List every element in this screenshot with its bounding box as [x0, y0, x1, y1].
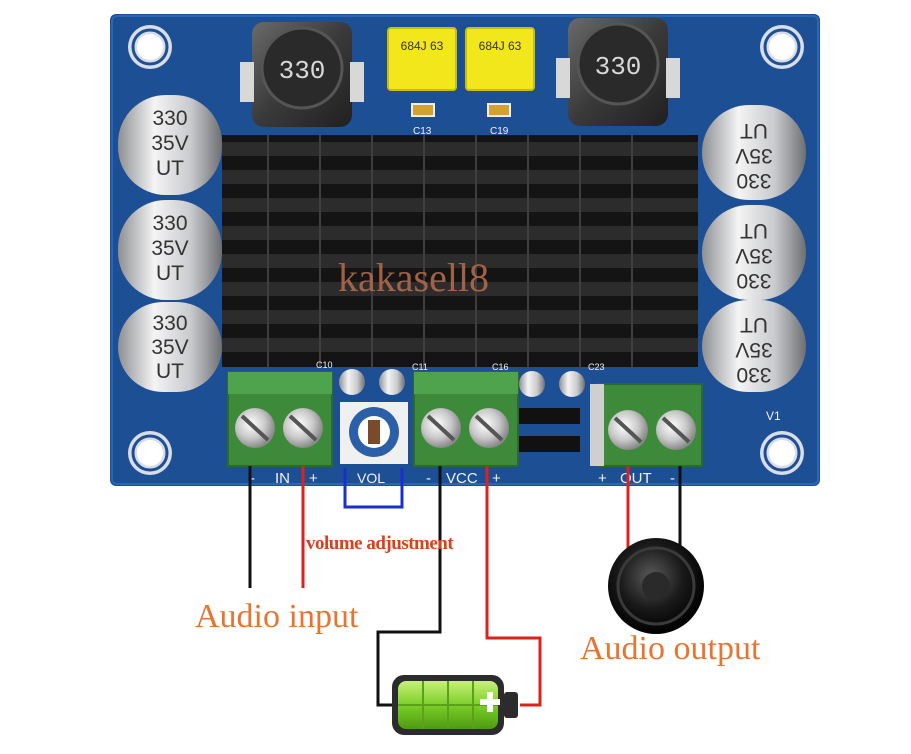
- silk-vol: VOL: [357, 470, 385, 486]
- volume-potentiometer[interactable]: [340, 402, 408, 464]
- electrolytic-cap-left-2: 330 35V UT: [118, 200, 222, 300]
- wire-vcc-negative: [376, 466, 442, 707]
- silk-in-plus: +: [309, 470, 318, 487]
- silk-in-minus: -: [250, 470, 255, 487]
- electrolytic-cap-left-3: 330 35V UT: [118, 302, 222, 392]
- inductor-marking: 330: [595, 52, 642, 82]
- cap-voltage: 35V: [151, 237, 188, 260]
- cap-rating: 330: [152, 312, 187, 335]
- small-caps: [339, 369, 585, 452]
- electrolytic-cap-right-2: 330 35V UT: [702, 205, 806, 300]
- cap-rating: UT: [740, 219, 768, 242]
- smd-cap: [487, 103, 511, 117]
- silk-vcc: VCC: [446, 470, 478, 487]
- silk-out-plus: +: [598, 470, 607, 487]
- volume-highlight-bracket: [343, 468, 404, 509]
- audio-input-label: Audio input: [195, 598, 359, 635]
- cap-rating: 330: [152, 212, 187, 235]
- electrolytic-cap-right-3: 330 35V UT: [702, 300, 806, 392]
- terminal-in[interactable]: [227, 371, 333, 467]
- film-cap-left: 684J 63: [387, 27, 457, 91]
- cap-rating: UT: [740, 313, 768, 336]
- electrolytic-cap-left-1: 330 35V UT: [118, 95, 222, 195]
- speaker-icon: [608, 538, 704, 634]
- electrolytic-cap-right-1: 330 35V UT: [702, 105, 806, 200]
- watermark-text: kakasell8: [338, 255, 490, 300]
- cap-brand: UT: [156, 360, 184, 383]
- cap-brand: 330: [736, 269, 771, 292]
- silk-vcc-minus: -: [426, 470, 431, 487]
- film-cap-marking: 684J 63: [401, 39, 444, 53]
- silk-c23: C23: [588, 362, 605, 372]
- silk-c11: C11: [412, 362, 428, 372]
- inductor-right: 330: [556, 18, 680, 126]
- film-cap-marking: 684J 63: [479, 39, 522, 53]
- silk-c16: C16: [492, 362, 509, 372]
- cap-voltage: 35V: [735, 244, 772, 267]
- cap-voltage: 35V: [151, 132, 188, 155]
- cap-voltage: 35V: [151, 336, 188, 359]
- inductor-marking: 330: [279, 56, 326, 86]
- smd-cap: [411, 103, 435, 117]
- silk-vcc-plus: +: [492, 470, 501, 487]
- terminal-vcc[interactable]: [413, 371, 519, 467]
- cap-brand: UT: [156, 262, 184, 285]
- silk-c19: C19: [490, 126, 509, 137]
- cap-brand: 330: [736, 363, 771, 386]
- cap-voltage: 35V: [735, 144, 772, 167]
- inductor-left: 330: [240, 22, 364, 127]
- heatsink: [222, 135, 698, 367]
- battery-icon: [392, 675, 518, 735]
- cap-brand: UT: [156, 157, 184, 180]
- silk-v1: V1: [766, 409, 781, 423]
- mounting-holes: [128, 25, 804, 475]
- cap-voltage: 35V: [735, 338, 772, 361]
- audio-output-label: Audio output: [580, 630, 761, 667]
- silk-out-minus: -: [670, 470, 675, 487]
- volume-adjustment-label: volume adjustment: [306, 533, 454, 554]
- wire-vcc-positive: [485, 466, 542, 707]
- silk-in: IN: [275, 470, 290, 487]
- film-cap-right: 684J 63: [465, 27, 535, 91]
- terminal-out[interactable]: [590, 383, 703, 467]
- pcb-board: 330 330 684J 63 684J 63 C13 C19: [110, 14, 820, 487]
- silk-out: OUT: [620, 470, 652, 487]
- silk-c10: C10: [316, 360, 333, 370]
- cap-brand: 330: [736, 169, 771, 192]
- cap-rating: 330: [152, 107, 187, 130]
- cap-rating: UT: [740, 119, 768, 142]
- silk-c13: C13: [413, 126, 432, 137]
